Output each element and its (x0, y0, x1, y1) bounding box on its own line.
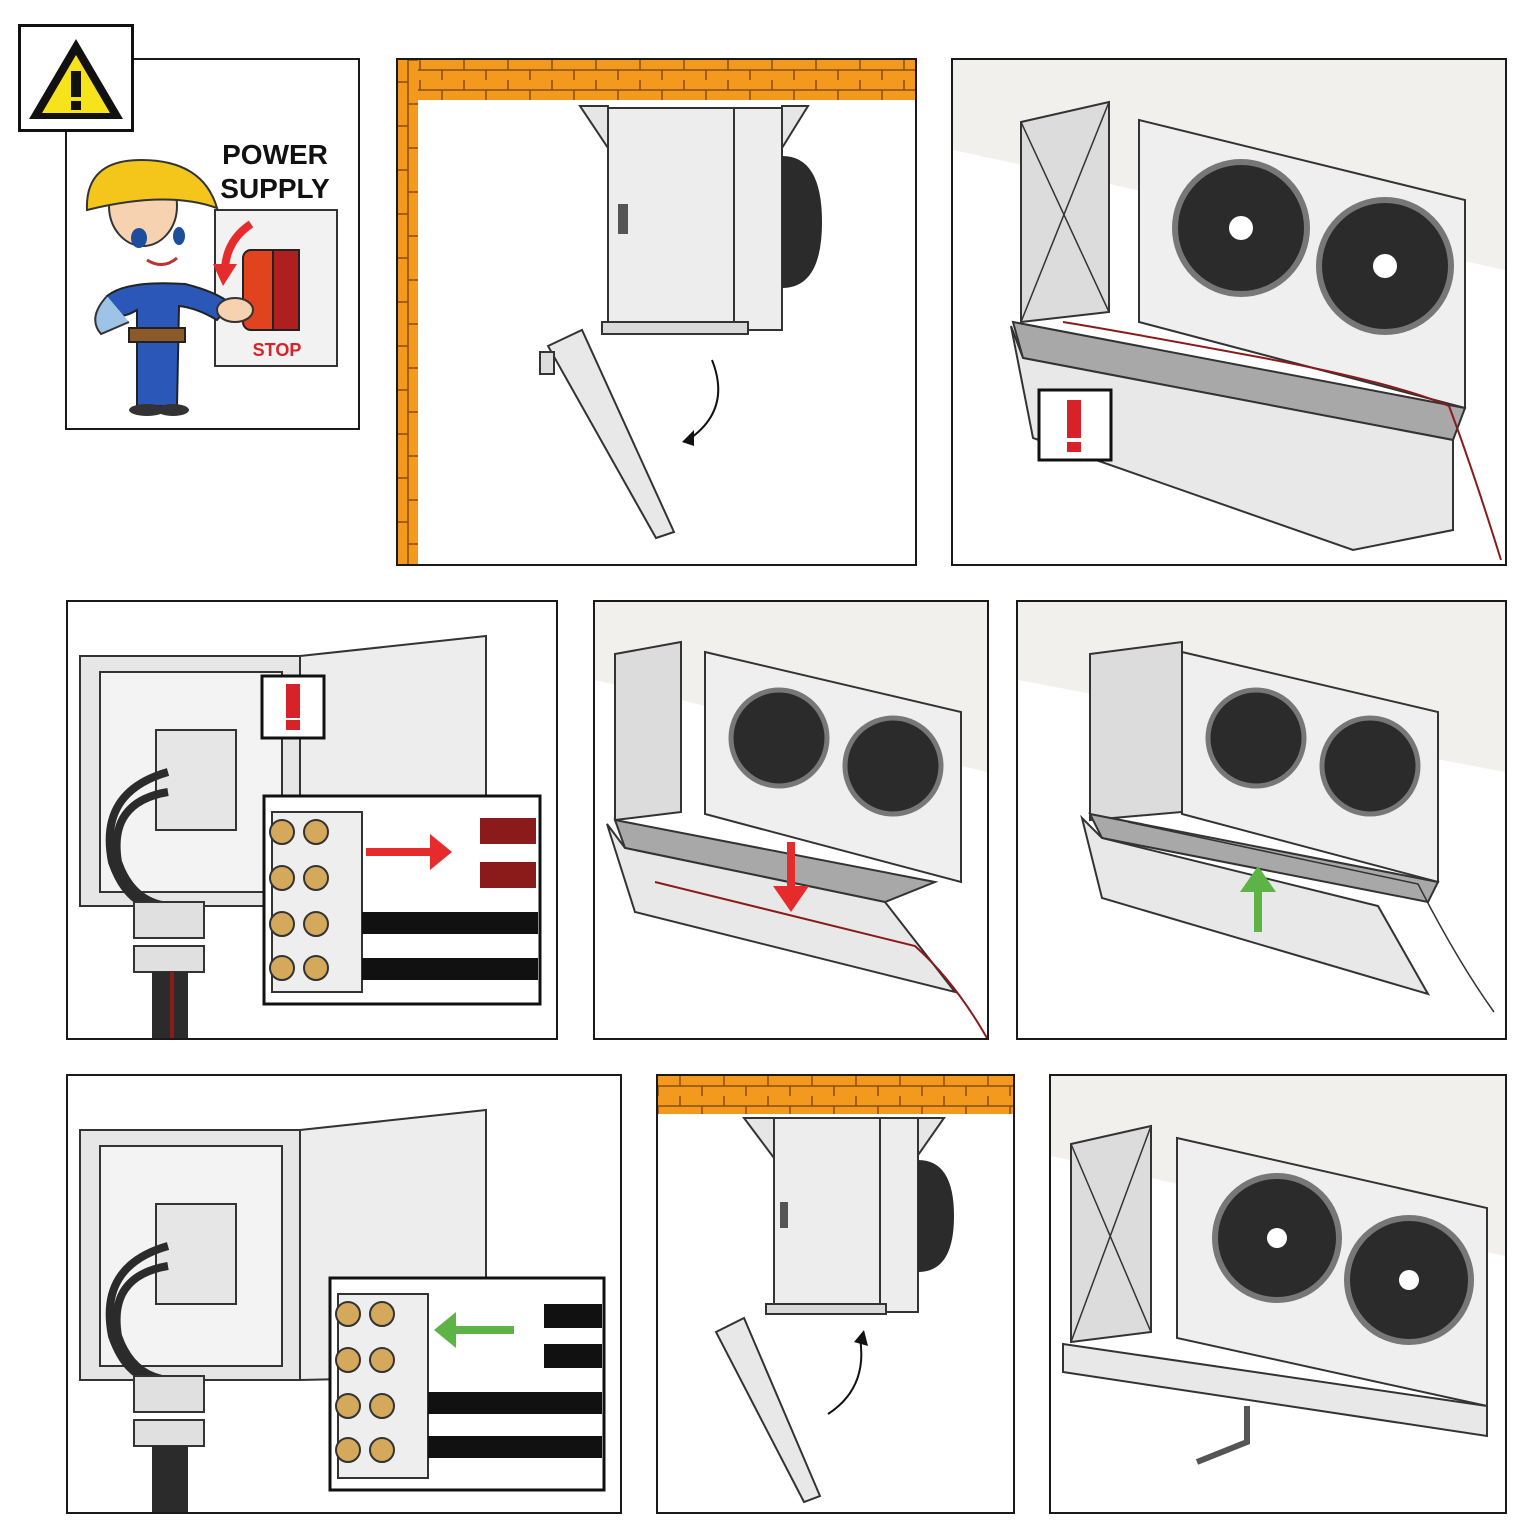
brick-ceiling (398, 60, 915, 100)
power-label: POWER (222, 139, 328, 170)
brick-ceiling (658, 1076, 1013, 1114)
fan-2 (842, 715, 944, 817)
supply-label: SUPPLY (220, 173, 330, 204)
rotate-arrow-icon (827, 1337, 863, 1415)
heater-wire (654, 881, 987, 1038)
panel-close-tray (656, 1074, 1015, 1514)
rotate-arrow-icon (687, 359, 720, 441)
heater-wire (1062, 321, 1502, 561)
panel-reconnect-terminal (66, 1074, 622, 1514)
arrow-down-icon (221, 220, 254, 269)
fan-2 (1319, 715, 1421, 817)
alert-icon (1067, 400, 1081, 438)
alert-icon (286, 684, 300, 718)
brick-wall (398, 60, 418, 564)
warning-icon (29, 39, 123, 119)
fan-1 (728, 687, 830, 789)
heater-wire (1127, 821, 1495, 1013)
panel-finished-unit (1049, 1074, 1507, 1514)
fan-1 (1205, 687, 1307, 789)
panel-disconnect-terminal (66, 600, 558, 1040)
warning-box (18, 24, 134, 132)
drain-pipe (1195, 1406, 1250, 1465)
stop-label: STOP (253, 340, 302, 360)
panel-remove-heater (593, 600, 989, 1040)
panel-heater-visible (951, 58, 1507, 566)
panel-open-tray (396, 58, 917, 566)
worker-figure (85, 158, 254, 416)
panel-install-heater (1016, 600, 1507, 1040)
